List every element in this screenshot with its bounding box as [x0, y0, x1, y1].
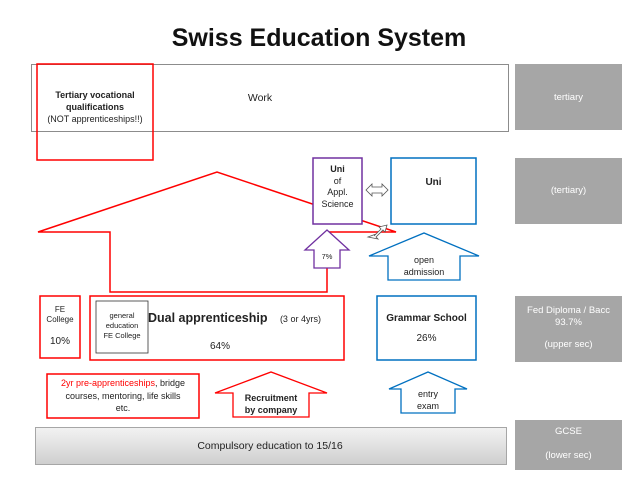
compulsory-band	[35, 427, 507, 465]
open-admission-l1: open	[413, 255, 435, 265]
tertiary-vocational-box	[36, 63, 154, 161]
grammar-label: Grammar School	[386, 313, 467, 324]
side-tertiary-label: tertiary	[553, 92, 584, 103]
seven-pct-label: 7%	[321, 252, 333, 261]
not-apprenticeships-label: (NOT apprenticeships!!)	[47, 114, 143, 124]
dual-note: (3 or 4yrs)	[279, 314, 321, 324]
fe-college-box	[39, 295, 81, 359]
entry-exam-text: entry exam	[401, 388, 455, 412]
pre-app-rest1: , bridge	[155, 378, 186, 388]
side-fed-l1: Fed Diploma / Bacc	[527, 305, 610, 316]
tertiary-vocational-text: Tertiary vocational qualifications (NOT …	[38, 89, 152, 125]
open-admission-text: open admission	[388, 254, 460, 278]
uni-box	[390, 157, 477, 225]
uni-label: Uni	[425, 177, 442, 188]
pre-app-l3: etc.	[115, 403, 131, 413]
work-label: Work	[247, 92, 273, 104]
compulsory-label: Compulsory education to 15/16	[197, 440, 343, 452]
double-arrow-uni	[365, 183, 389, 197]
recruitment-l2: by company	[244, 405, 298, 415]
entry-exam-l2: exam	[416, 401, 439, 411]
pre-apprenticeship-box	[46, 373, 200, 419]
fe-college-l2: College	[46, 315, 74, 324]
fe-college-text: FE College 10%	[40, 305, 80, 347]
recruitment-text: Recruitment by company	[233, 392, 309, 416]
side-gcse-l2: (lower sec)	[545, 450, 592, 461]
page-title: Swiss Education System	[171, 24, 467, 52]
dual-pct: 64%	[209, 341, 230, 352]
fe-college-l1: FE	[54, 305, 66, 314]
pre-app-text: 2yr pre-apprenticeships, bridge courses,…	[47, 377, 199, 415]
recruitment-l1: Recruitment	[244, 393, 298, 403]
grammar-school-box	[376, 295, 477, 361]
grammar-pct: 26%	[416, 333, 437, 344]
general-education-text: general education FE College	[96, 311, 148, 341]
uni-appl-l1: Uni	[330, 164, 345, 174]
side-fed-diploma: Fed Diploma / Bacc 93.7% (upper sec)	[515, 296, 622, 362]
uni-appl-text: Uni of Appl. Science	[313, 164, 362, 210]
pre-app-l1: 2yr pre-apprenticeships, bridge	[47, 377, 199, 390]
pre-app-l2: courses, mentoring, life skills	[65, 390, 181, 401]
uni-appl-l4: Science	[321, 198, 354, 209]
side-tertiary2-label: (tertiary)	[550, 185, 587, 196]
general-education-box	[95, 300, 149, 354]
general-education-l2: education	[105, 321, 139, 330]
double-arrow-diagonal	[366, 224, 388, 240]
side-gcse: GCSE (lower sec)	[515, 420, 622, 470]
dual-label: Dual apprenticeship	[148, 311, 268, 325]
dual-label-row: Dual apprenticeship (3 or 4yrs)	[148, 309, 344, 327]
recruitment-arrow	[214, 371, 328, 418]
work-band	[31, 64, 509, 132]
side-tertiary: tertiary	[515, 64, 622, 130]
purple-up-arrow	[303, 229, 351, 269]
pre-app-highlight: 2yr pre-apprenticeships	[60, 378, 156, 388]
uni-appl-l2: of	[333, 175, 342, 186]
blue-up-arrow	[368, 232, 480, 281]
side-tertiary-2: (tertiary)	[515, 158, 622, 224]
side-fed-l3: (upper sec)	[544, 339, 593, 350]
entry-exam-l1: entry	[417, 389, 438, 399]
fe-college-pct: 10%	[49, 336, 70, 347]
tertiary-vocational-label: Tertiary vocational qualifications	[55, 90, 135, 112]
open-admission-l2: admission	[403, 267, 445, 277]
entry-exam-arrow	[388, 371, 468, 414]
general-education-l1: general	[109, 311, 135, 320]
side-gcse-l1: GCSE	[555, 426, 582, 437]
uni-appl-box	[312, 157, 363, 225]
side-fed-l2: 93.7%	[555, 317, 582, 328]
uni-appl-l3: Appl.	[327, 187, 348, 197]
general-education-l3: FE College	[103, 331, 141, 340]
